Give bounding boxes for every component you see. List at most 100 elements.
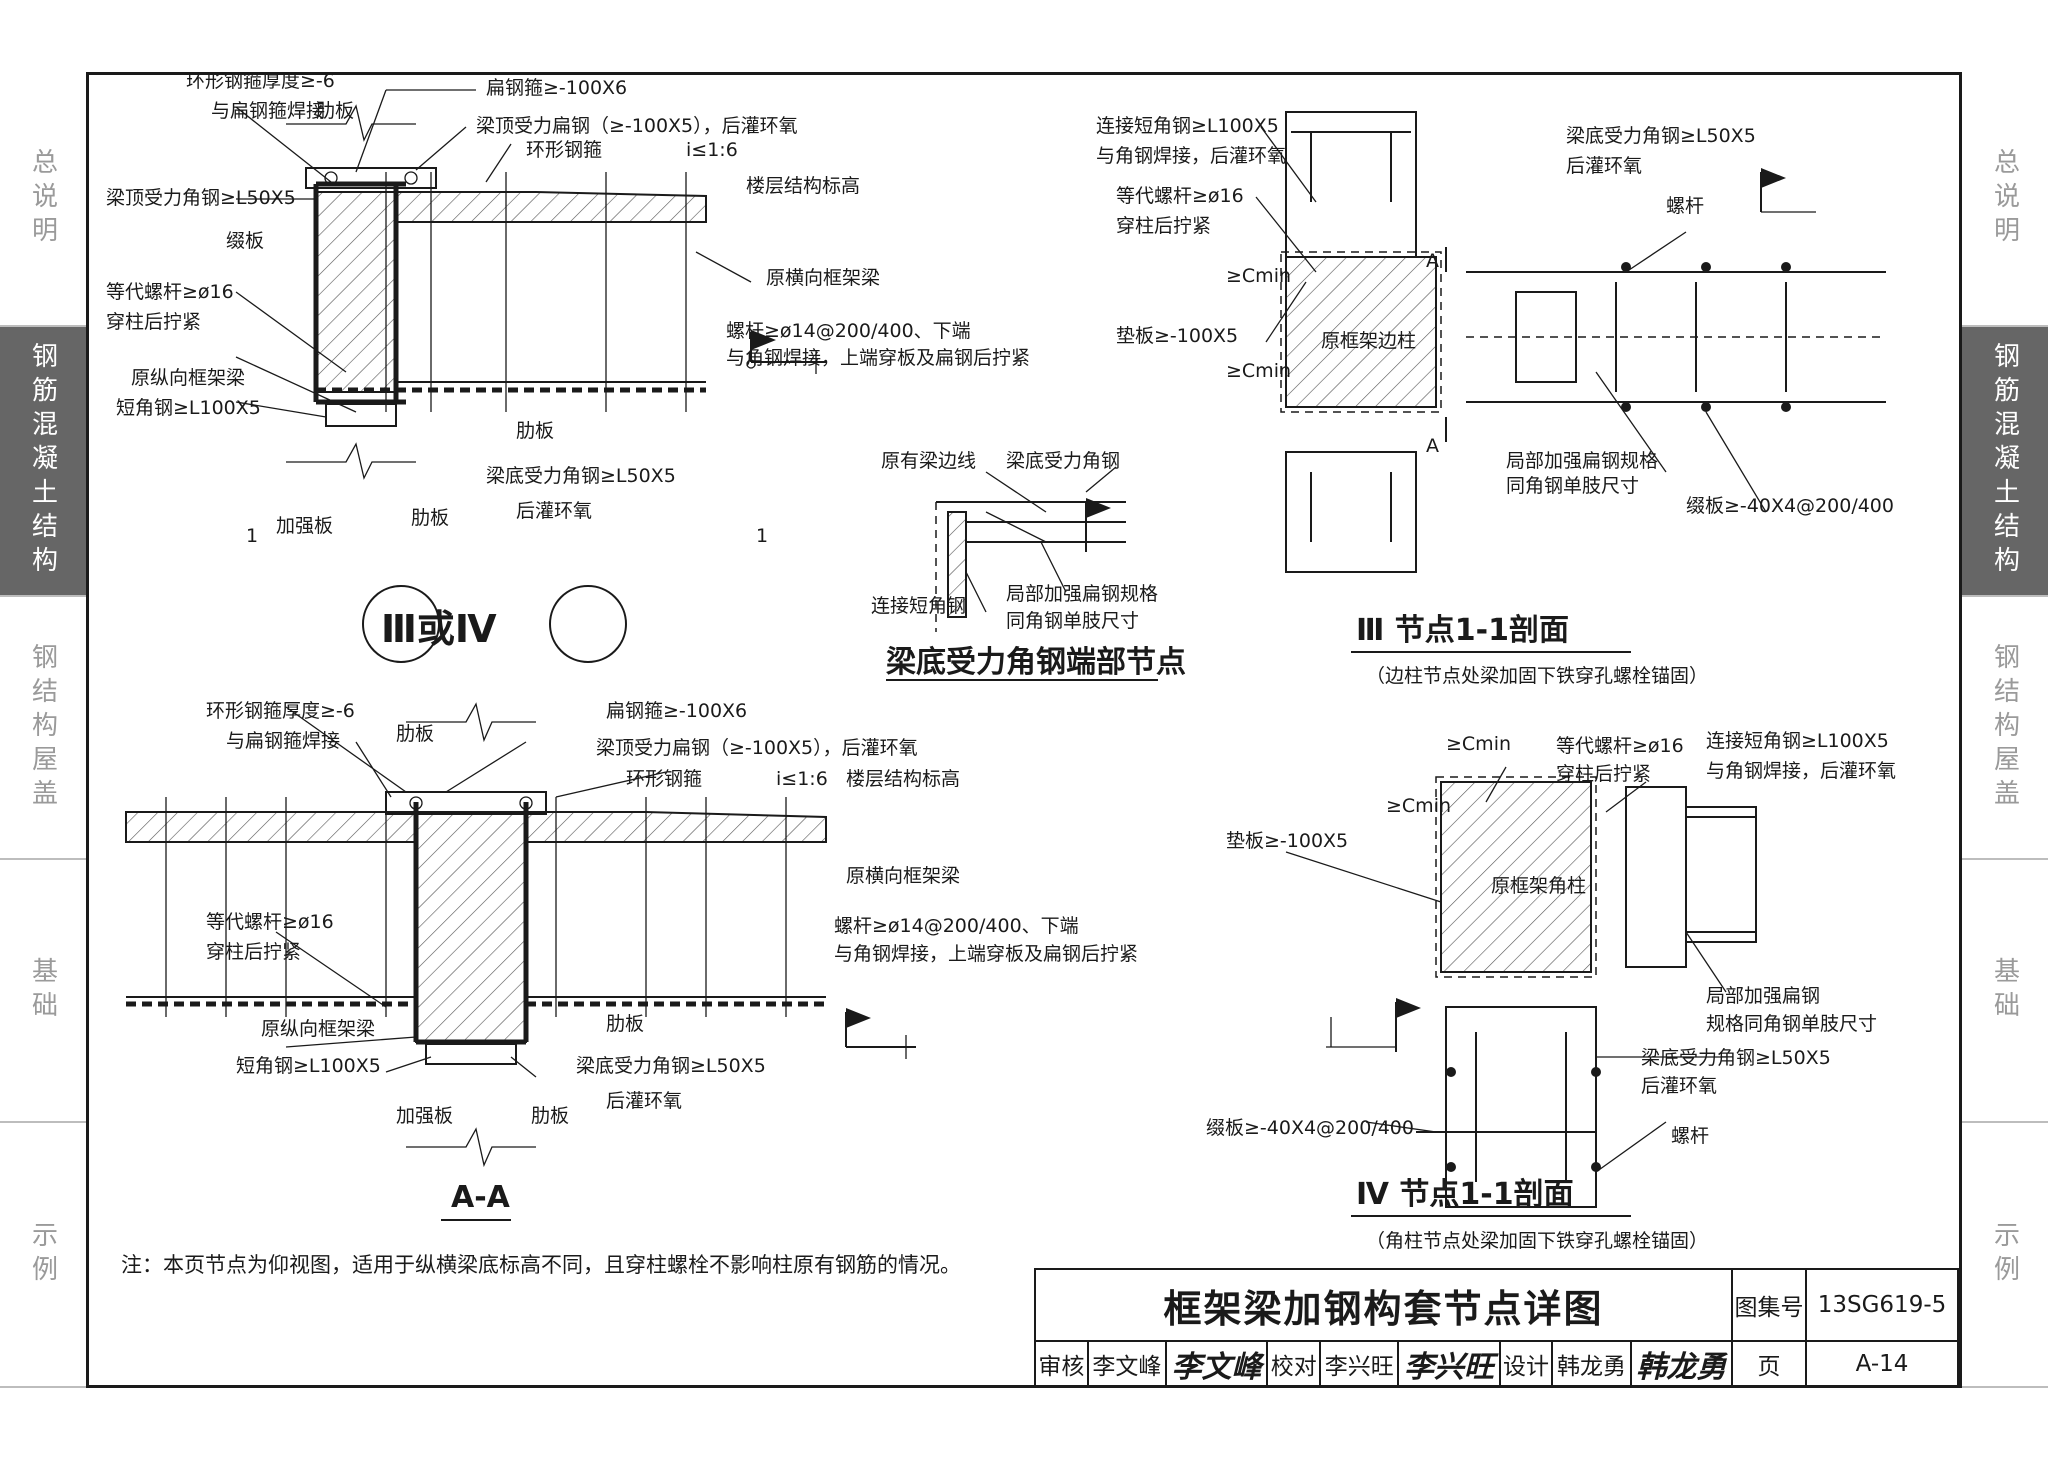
atlas-no-label: 图集号: [1731, 1268, 1807, 1342]
design-label: 设计: [1498, 1340, 1554, 1388]
tr-label-bot-angle: 梁底受力角钢≥L50X5: [1566, 125, 1756, 147]
tl-label-rib-top: 肋板: [316, 100, 354, 122]
tl-label-through-col: 穿柱后拧紧: [106, 311, 201, 333]
check-label: 校对: [1266, 1340, 1322, 1388]
side-tab-general-r[interactable]: 总说明: [1962, 72, 2048, 327]
bl-label-slope: i≤1:6: [776, 768, 828, 790]
checker-signature: 李兴旺: [1397, 1340, 1501, 1388]
tr-label-bolt: 螺杆: [1666, 195, 1704, 217]
bl-label-orig-trans-beam: 原横向框架梁: [846, 865, 960, 887]
tl-label-slope: i≤1:6: [686, 139, 738, 161]
tl-label-bolt-spec2: 与角钢焊接，上端穿板及扁钢后拧紧: [726, 347, 1030, 369]
tl-section-mark-r: 1: [756, 525, 768, 547]
tl-view-title: Ⅲ或Ⅳ: [381, 607, 497, 651]
tr-label-equiv-bolt: 等代螺杆≥ø16: [1116, 185, 1244, 207]
bl-label-epoxy: 后灌环氧: [606, 1090, 682, 1112]
tr-section-subtitle: （边柱节点处梁加固下铁穿孔螺栓锚固）: [1366, 665, 1708, 687]
tl-label-ring-hoop: 环形钢箍厚度≥-6: [186, 72, 335, 92]
top-left-detail: 环形钢箍厚度≥-6 与扁钢箍焊接 肋板 扁钢箍≥-100X6 梁顶受力扁钢（≥-…: [106, 72, 1030, 663]
tr-section-title: Ⅲ 节点1-1剖面: [1356, 613, 1569, 648]
side-tab-steel-roof-r[interactable]: 钢结构屋盖: [1962, 597, 2048, 860]
br-label-local-flat: 局部加强扁钢: [1706, 985, 1820, 1007]
bl-label-rib-mid: 肋板: [606, 1013, 644, 1035]
tr-label-batten: 缀板≥-40X4@200/400: [1686, 495, 1894, 517]
br-label-same-size: 规格同角钢单肢尺寸: [1706, 1013, 1877, 1035]
bl-label-bolt-spec2: 与角钢焊接，上端穿板及扁钢后拧紧: [834, 943, 1138, 965]
br-label-weld-epoxy: 与角钢焊接，后灌环氧: [1706, 760, 1896, 782]
side-tab-rc-structure[interactable]: 钢筋混凝土结构: [0, 327, 86, 597]
br-label-col: 原框架角柱: [1491, 875, 1586, 897]
side-tab-example-r[interactable]: 示例: [1962, 1123, 2048, 1388]
tl-label-flat-hoop: 扁钢箍≥-100X6: [486, 77, 627, 99]
page-label: 页: [1731, 1340, 1807, 1388]
tr-label-local-flat: 局部加强扁钢规格: [1506, 450, 1658, 472]
bl-label-bolt-spec: 螺杆≥ø14@200/400、下端: [834, 915, 1079, 937]
bl-label-beam-top-flat: 梁顶受力扁钢（≥-100X5），后灌环氧: [596, 737, 918, 759]
tr-label-conn-short: 连接短角钢≥L100X5: [1096, 115, 1279, 137]
tl-label-short-angle: 短角钢≥L100X5: [116, 397, 261, 419]
side-tab-general[interactable]: 总说明: [0, 72, 86, 327]
bl-label-stiff-plate: 加强板: [396, 1105, 453, 1127]
title-block: 框架梁加钢构套节点详图 图集号 13SG619-5 审核 李文峰 李文峰 校对 …: [1034, 1268, 1959, 1388]
tl-label-beam-top-angle: 梁顶受力角钢≥L50X5: [106, 187, 296, 209]
right-side-tabs: 总说明 钢筋混凝土结构 钢结构屋盖 基础 示例: [1962, 0, 2048, 1457]
en-label-orig-edge: 原有梁边线: [881, 450, 976, 472]
bl-label-floor-level: 楼层结构标高: [846, 768, 960, 790]
tr-label-epoxy: 后灌环氧: [1566, 155, 1642, 177]
bl-label-beam-bot-angle: 梁底受力角钢≥L50X5: [576, 1055, 766, 1077]
bl-label-equiv-bolt: 等代螺杆≥ø16: [206, 911, 334, 933]
en-label-bot-angle: 梁底受力角钢: [1006, 450, 1120, 472]
review-label: 审核: [1034, 1340, 1089, 1388]
bl-label-ring-hoop: 环形钢箍厚度≥-6: [206, 700, 355, 722]
side-tab-example[interactable]: 示例: [0, 1123, 86, 1388]
top-right-detail: A A 连接短角钢≥L100X5 与角钢焊接，后灌环氧 等代螺杆≥ø16 穿柱后…: [1096, 111, 1894, 687]
side-tab-foundation-r[interactable]: 基础: [1962, 860, 2048, 1123]
br-label-bolt: 螺杆: [1671, 1125, 1709, 1147]
bottom-left-detail: 环形钢箍厚度≥-6 与扁钢箍焊接 肋板 扁钢箍≥-100X6 梁顶受力扁钢（≥-…: [125, 700, 1138, 1221]
reviewer-name: 李文峰: [1086, 1340, 1168, 1388]
br-column-block: [1440, 781, 1592, 973]
drawing-frame: [86, 72, 1962, 1388]
left-side-tabs: 总说明 钢筋混凝土结构 钢结构屋盖 基础 示例: [0, 0, 86, 1457]
bl-label-rib-top: 肋板: [396, 723, 434, 745]
tl-label-rib-bot: 肋板: [411, 507, 449, 529]
tr-section-a-top: A: [1426, 250, 1439, 272]
tl-label-equiv-bolt: 等代螺杆≥ø16: [106, 281, 234, 303]
br-label-bot-angle: 梁底受力角钢≥L50X5: [1641, 1047, 1831, 1069]
tr-label-same-size: 同角钢单肢尺寸: [1506, 475, 1639, 497]
bl-label-short-angle: 短角钢≥L100X5: [236, 1055, 381, 1077]
page-note: 注：本页节点为仰视图，适用于纵横梁底标高不同，且穿柱螺栓不影响柱原有钢筋的情况。: [121, 1253, 961, 1277]
orig-long-beam-block: [315, 191, 397, 393]
tl-label-orig-long-beam: 原纵向框架梁: [131, 367, 245, 389]
br-label-cmin1: ≥Cmin: [1446, 733, 1511, 755]
tl-label-ring-hoop2: 环形钢箍: [526, 139, 602, 161]
br-label-equiv-bolt: 等代螺杆≥ø16: [1556, 735, 1684, 757]
tr-section-a-bot: A: [1426, 435, 1439, 457]
bl-label-through-col: 穿柱后拧紧: [206, 941, 301, 963]
tr-label-through-col: 穿柱后拧紧: [1116, 215, 1211, 237]
end-node-title: 梁底受力角钢端部节点: [886, 645, 1186, 680]
drawing-title: 框架梁加钢构套节点详图: [1034, 1268, 1733, 1342]
bl-label-weld-flat: 与扁钢箍焊接: [226, 730, 340, 752]
br-section-subtitle: （角柱节点处梁加固下铁穿孔螺栓锚固）: [1366, 1230, 1708, 1252]
side-tab-rc-structure-r[interactable]: 钢筋混凝土结构: [1962, 327, 2048, 597]
end-node-detail: 原有梁边线 梁底受力角钢 连接短角钢 局部加强扁钢规格 同角钢单肢尺寸 梁底受力…: [871, 450, 1186, 681]
tr-label-col: 原框架边柱: [1321, 330, 1416, 352]
tl-label-batten: 缀板: [226, 230, 264, 252]
drawing-canvas: 环形钢箍厚度≥-6 与扁钢箍焊接 肋板 扁钢箍≥-100X6 梁顶受力扁钢（≥-…: [106, 72, 1896, 1277]
br-label-batten: 缀板≥-40X4@200/400: [1206, 1117, 1414, 1139]
bottom-right-detail: ≥Cmin ≥Cmin 等代螺杆≥ø16 穿柱后拧紧 连接短角钢≥L100X5 …: [1206, 730, 1896, 1252]
side-tab-steel-roof[interactable]: 钢结构屋盖: [0, 597, 86, 860]
tr-label-weld-epoxy: 与角钢焊接，后灌环氧: [1096, 145, 1286, 167]
reviewer-signature: 李文峰: [1165, 1340, 1269, 1388]
br-label-pad: 垫板≥-100X5: [1226, 830, 1348, 852]
en-label-same-size: 同角钢单肢尺寸: [1006, 610, 1139, 632]
designer-signature: 韩龙勇: [1629, 1340, 1734, 1388]
checker-name: 李兴旺: [1319, 1340, 1400, 1388]
tl-label-rib-mid: 肋板: [516, 420, 554, 442]
tl-section-mark-l: 1: [246, 525, 258, 547]
designer-name: 韩龙勇: [1551, 1340, 1632, 1388]
en-label-local-flat: 局部加强扁钢规格: [1006, 583, 1158, 605]
side-tab-foundation[interactable]: 基础: [0, 860, 86, 1123]
bl-label-orig-long-beam: 原纵向框架梁: [261, 1018, 375, 1040]
